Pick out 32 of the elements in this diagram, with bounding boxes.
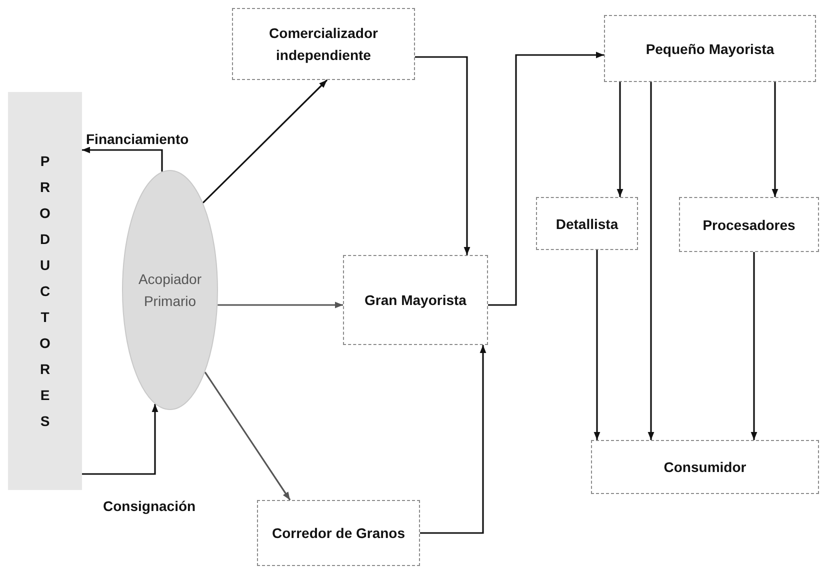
arrow (82, 404, 158, 475)
node-label: Consumidor (664, 458, 746, 477)
arrow (616, 82, 624, 197)
arrow (648, 82, 654, 440)
process-box (232, 8, 415, 80)
node-label: Comercializador independiente (268, 24, 379, 65)
arrow (420, 345, 486, 534)
node-label: Procesadores (702, 216, 796, 234)
node-label: Acopiador Primario (137, 270, 203, 311)
node-label: Corredor de Granos (272, 524, 406, 543)
node-label: Gran Mayorista (364, 291, 466, 310)
arrow (202, 79, 328, 204)
edge-label: Consignación (103, 498, 196, 514)
arrow (594, 250, 600, 440)
node-label: PRODUCTORES (38, 152, 52, 431)
process-box (536, 197, 638, 250)
edge-label: Financiamiento (86, 131, 189, 147)
process-box (591, 440, 819, 494)
arrow (82, 146, 163, 172)
process-box (679, 197, 819, 252)
process-box (257, 500, 420, 566)
arrow (415, 56, 470, 255)
node-label: Pequeño Mayorista (646, 40, 774, 59)
arrow (218, 302, 343, 308)
process-box (604, 15, 816, 82)
node-label: Detallista (556, 214, 618, 234)
process-box (343, 255, 488, 345)
arrow (488, 52, 604, 306)
arrow (204, 372, 291, 500)
arrow (750, 252, 758, 440)
arrow (772, 82, 778, 197)
producers-box (8, 92, 82, 490)
